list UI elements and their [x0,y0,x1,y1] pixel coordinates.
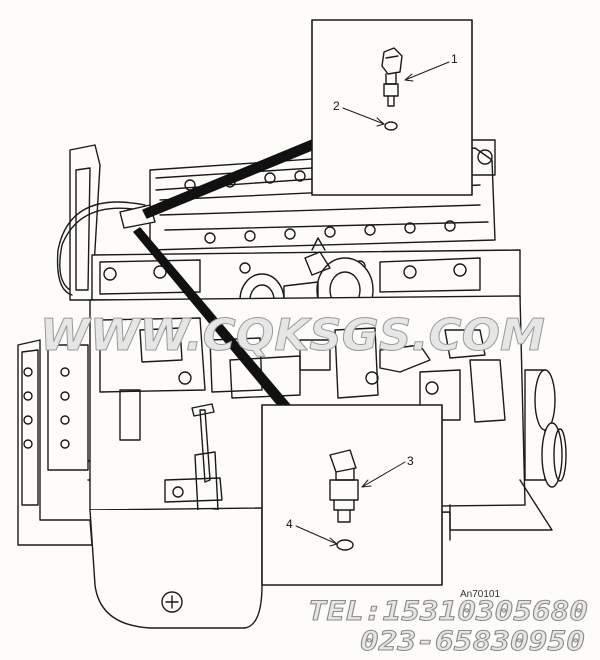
oil-pan [89,509,263,629]
callout-4: 4 [286,517,293,531]
sensor-3-icon [329,449,359,523]
callout-1: 1 [451,52,458,66]
sensor-1-icon [381,47,403,107]
belt-pulleys [449,369,567,531]
callout-2: 2 [333,99,340,113]
figure-code: An70101 [460,589,500,600]
o-ring-4-icon [336,539,354,551]
watermark-phone: 023-65830950 [360,626,585,657]
watermark-tel: TEL:15310305680 [308,596,588,627]
inset-top-temperature-sensor [311,19,473,196]
o-ring-2-icon [384,121,398,131]
watermark: WWW.CQKSGS.COM TEL:15310305680 023-65830… [40,310,589,658]
inset-bottom-pressure-sensor [261,404,443,586]
callout-3: 3 [407,454,414,468]
watermark-site: WWW.CQKSGS.COM [40,310,545,361]
